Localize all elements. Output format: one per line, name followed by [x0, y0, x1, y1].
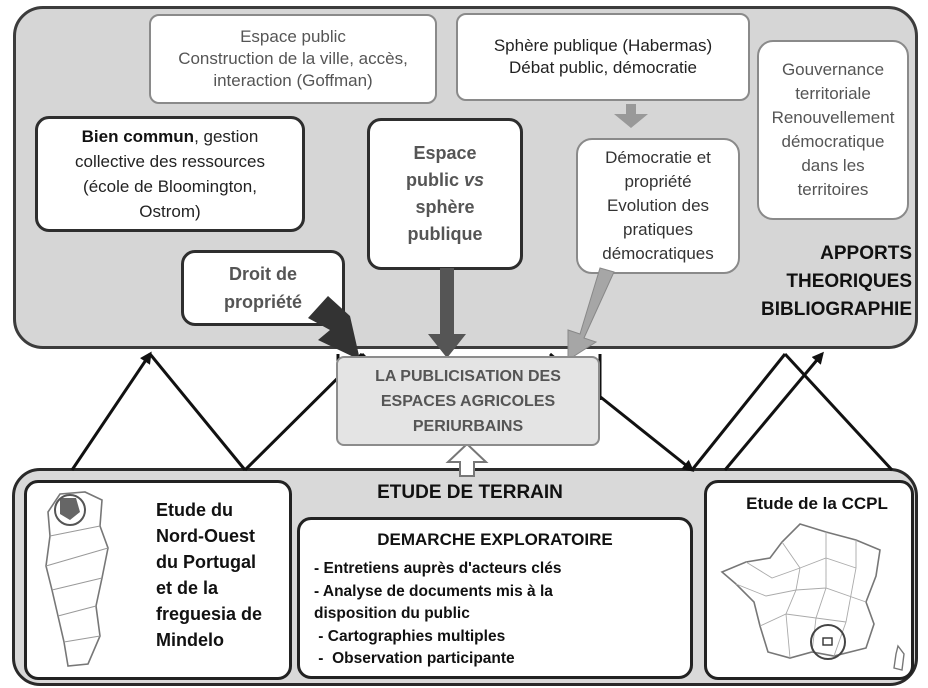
gouvernance-line-4: démocratique — [781, 132, 885, 151]
france-outline — [720, 523, 881, 659]
bien-commun-box: Bien commun, gestion collective des ress… — [35, 116, 305, 232]
apports-line-3: BIBLIOGRAPHIE — [761, 299, 912, 320]
democratie-box: Démocratie et propriété Evolution des pr… — [576, 138, 740, 274]
democratie-line-4: pratiques — [623, 220, 693, 239]
portugal-line-2: Nord-Ouest — [156, 526, 255, 546]
gouvernance-line-1: Gouvernance — [781, 60, 885, 79]
portugal-map — [45, 491, 109, 667]
sphere-publique-line-1: Sphère publique (Habermas) — [493, 36, 713, 55]
ccpl-title: Etude de la CCPL — [746, 494, 888, 513]
apports-label: APPORTS THEORIQUES BIBLIOGRAPHIE — [740, 240, 912, 324]
demarche-list: - Entretiens auprès d'acteurs clés - Ana… — [314, 558, 561, 671]
espace-public-line-3: interaction (Goffman) — [213, 71, 373, 90]
portugal-line-5: freguesia de — [156, 604, 263, 624]
democratie-line-1: Démocratie et — [605, 148, 711, 167]
sphere-publique-box: Sphère publique (Habermas) Débat public,… — [456, 13, 750, 101]
bien-commun-bold: Bien commun — [81, 127, 195, 146]
demarche-exploratoire-panel: DEMARCHE EXPLORATOIRE - Entretiens auprè… — [297, 517, 693, 679]
portugal-study-text: Etude du Nord-Ouest du Portugal et de la… — [156, 497, 262, 653]
apports-line-1: APPORTS — [820, 243, 912, 264]
central-line-2: ESPACES AGRICOLES — [380, 392, 556, 410]
espace-vs-sphere-box: Espace public vs sphère publique — [367, 118, 523, 270]
gouvernance-line-5: dans les — [801, 156, 865, 175]
arrow-sphere-to-democratie — [614, 104, 648, 128]
arrow-espace-sphere-to-central — [428, 268, 466, 358]
demarche-title: DEMARCHE EXPLORATOIRE — [377, 530, 613, 549]
ccpl-location-square — [822, 637, 833, 646]
droit-line-2: propriété — [223, 292, 302, 312]
espace-public-box: Espace public Construction de la ville, … — [149, 14, 437, 104]
espace-vs-sphere-line-4: publique — [407, 224, 483, 244]
democratie-line-5: démocratiques — [602, 244, 714, 263]
connector-line-7 — [690, 353, 787, 471]
portugal-line-6: Mindelo — [156, 630, 224, 650]
espace-vs-sphere-line-2: public vs — [406, 167, 484, 194]
democratie-line-3: Evolution des — [606, 196, 710, 215]
espace-public-line-1: Espace public — [240, 27, 346, 46]
bien-commun-line-1: Bien commun, gestion — [82, 124, 259, 149]
espace-public-line-2: Construction de la ville, accès, — [178, 49, 408, 68]
gouvernance-line-6: territoires — [797, 180, 869, 199]
portugal-line-3: du Portugal — [156, 552, 256, 572]
portugal-regions — [45, 525, 109, 643]
portugal-outline — [45, 491, 109, 667]
arrow-terrain-to-central — [445, 442, 489, 477]
bien-commun-line-3: (école de Bloomington, — [83, 177, 257, 196]
central-line-1: LA PUBLICISATION DES — [375, 367, 561, 385]
demarche-item-2: - Analyse de documents mis à la — [314, 582, 553, 600]
droit-line-1: Droit de — [228, 264, 297, 284]
espace-vs-sphere-vs: vs — [463, 170, 485, 190]
etude-de-terrain-title: ETUDE DE TERRAIN — [377, 482, 563, 503]
bien-commun-line-4: Ostrom) — [139, 202, 201, 221]
espace-vs-sphere-line-1: Espace — [413, 143, 477, 163]
demarche-item-5: - Observation participante — [314, 650, 515, 667]
sphere-publique-line-2: Débat public, démocratie — [508, 58, 698, 77]
demarche-item-1: - Entretiens auprès d'acteurs clés — [314, 560, 562, 577]
arrow-droit-to-central — [308, 296, 360, 360]
france-departments — [735, 532, 867, 659]
arrow-democratie-to-central — [567, 267, 615, 361]
apports-line-2: THEORIQUES — [786, 271, 912, 292]
central-line-3: PERIURBAINS — [412, 417, 524, 435]
publicisation-central-box: LA PUBLICISATION DES ESPACES AGRICOLES P… — [336, 356, 600, 446]
demarche-item-4: - Cartographies multiples — [314, 627, 506, 645]
connector-line-1 — [70, 351, 152, 471]
demarche-item-3: disposition du public — [314, 605, 470, 622]
mindelo-highlight-circle — [54, 494, 86, 526]
portugal-line-4: et de la — [156, 578, 219, 598]
gouvernance-line-2: territoriale — [795, 84, 871, 103]
bien-commun-line-1-rest: , gestion — [194, 127, 259, 146]
ccpl-highlight-circle — [810, 624, 846, 660]
democratie-line-2: propriété — [624, 172, 692, 191]
gouvernance-box: Gouvernance territoriale Renouvellement … — [757, 40, 909, 220]
connector-line-9 — [723, 351, 824, 471]
france-map — [720, 523, 905, 671]
corsica-outline — [893, 644, 905, 671]
gouvernance-line-3: Renouvellement — [771, 108, 895, 127]
minho-region-fill — [60, 498, 80, 520]
espace-vs-sphere-public: public — [405, 170, 464, 190]
connector-line-6 — [597, 393, 695, 472]
espace-vs-sphere-line-3: sphère — [415, 197, 475, 217]
bien-commun-line-2: collective des ressources — [75, 152, 265, 171]
connector-line-8 — [783, 352, 894, 472]
portugal-line-1: Etude du — [156, 500, 233, 520]
ccpl-panel — [704, 480, 914, 680]
connector-line-2 — [148, 353, 247, 471]
